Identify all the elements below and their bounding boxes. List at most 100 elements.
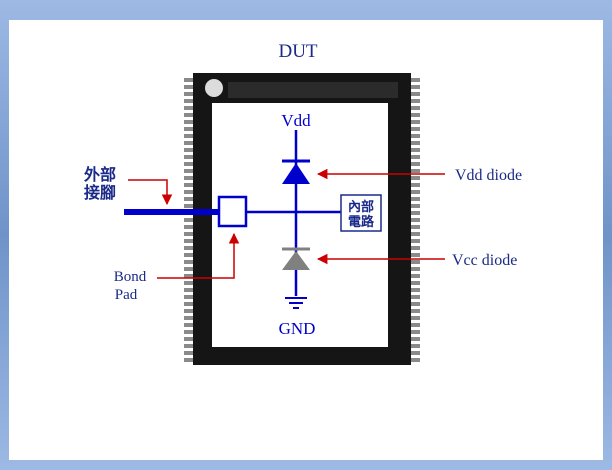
chip-pin bbox=[184, 330, 194, 334]
chip-pin bbox=[184, 337, 194, 341]
chip-pins-right bbox=[410, 78, 420, 362]
chip-pin bbox=[184, 176, 194, 180]
bond-pad bbox=[217, 195, 248, 228]
vcc-diode bbox=[282, 247, 310, 270]
chip-pin bbox=[410, 232, 420, 236]
chip-pin bbox=[184, 162, 194, 166]
chip-pin bbox=[410, 260, 420, 264]
internal-circuit-box bbox=[340, 194, 382, 232]
chip-pin bbox=[184, 78, 194, 82]
chip-pin bbox=[184, 85, 194, 89]
chip-pin bbox=[410, 92, 420, 96]
chip-pin bbox=[184, 218, 194, 222]
vdd-label: Vdd bbox=[281, 111, 311, 130]
chip-pin bbox=[184, 183, 194, 187]
chip-pin bbox=[410, 148, 420, 152]
chip-pin bbox=[410, 99, 420, 103]
vdd-diode-label: Vdd diode bbox=[455, 167, 522, 184]
external-pin-arrow bbox=[128, 179, 173, 206]
chip-pin bbox=[410, 351, 420, 355]
chip-pin bbox=[410, 330, 420, 334]
chip-pin bbox=[184, 99, 194, 103]
chip-pin bbox=[184, 204, 194, 208]
bond-pad-label-line1: Bond bbox=[114, 269, 147, 285]
chip-pin bbox=[410, 155, 420, 159]
chip-pin bbox=[410, 204, 420, 208]
bond-pad-arrow bbox=[157, 232, 240, 279]
chip-pin bbox=[410, 344, 420, 348]
diagram-title: DUT bbox=[278, 41, 317, 62]
chip-pin bbox=[410, 106, 420, 110]
chip-pin bbox=[410, 141, 420, 145]
chip-pin bbox=[184, 155, 194, 159]
chip-pin bbox=[410, 246, 420, 250]
chip-pin bbox=[410, 120, 420, 124]
chip-pin bbox=[410, 253, 420, 257]
chip-pin bbox=[184, 246, 194, 250]
internal-circuit-label-line2: 電路 bbox=[348, 214, 375, 229]
chip-pin bbox=[184, 295, 194, 299]
chip-pin bbox=[410, 316, 420, 320]
chip-pin bbox=[410, 162, 420, 166]
chip-pin bbox=[410, 288, 420, 292]
chip-pin bbox=[410, 239, 420, 243]
chip-pin bbox=[410, 309, 420, 313]
chip-pin bbox=[410, 190, 420, 194]
chip-pin bbox=[184, 225, 194, 229]
chip-pin bbox=[184, 113, 194, 117]
chip-pin bbox=[184, 120, 194, 124]
chip-pin bbox=[410, 218, 420, 222]
external-pin-label-line1: 外部 bbox=[83, 165, 116, 184]
chip-pin bbox=[184, 253, 194, 257]
chip-pin bbox=[410, 85, 420, 89]
chip-pin bbox=[410, 267, 420, 271]
ground-symbol bbox=[285, 297, 307, 309]
chip-pin bbox=[184, 190, 194, 194]
external-pin-label-line2: 接腳 bbox=[84, 183, 116, 202]
chip-pin bbox=[410, 197, 420, 201]
chip-pin bbox=[410, 134, 420, 138]
chip-pin bbox=[184, 274, 194, 278]
chip-pin bbox=[184, 232, 194, 236]
chip-pin bbox=[410, 176, 420, 180]
vcc-diode-label: Vcc diode bbox=[452, 252, 517, 269]
chip-pins-left bbox=[184, 78, 194, 362]
chip-pin bbox=[184, 197, 194, 201]
chip-top-strip bbox=[228, 82, 398, 98]
chip-pin bbox=[184, 309, 194, 313]
chip-pin bbox=[184, 260, 194, 264]
chip-pin bbox=[410, 78, 420, 82]
chip-pin bbox=[184, 281, 194, 285]
chip-pin bbox=[184, 288, 194, 292]
chip-pin bbox=[184, 351, 194, 355]
chip-pin bbox=[184, 239, 194, 243]
chip-pin bbox=[184, 127, 194, 131]
chip-pin bbox=[184, 92, 194, 96]
internal-circuit-label-line1: 內部 bbox=[348, 199, 374, 214]
chip-pin bbox=[410, 323, 420, 327]
gnd-label: GND bbox=[279, 319, 316, 338]
chip-pin bbox=[184, 106, 194, 110]
chip-pin bbox=[184, 141, 194, 145]
bond-pad-label-line2: Pad bbox=[115, 287, 138, 303]
chip-pin bbox=[184, 267, 194, 271]
chip-pin bbox=[184, 169, 194, 173]
chip-pin bbox=[410, 169, 420, 173]
chip-pin bbox=[410, 281, 420, 285]
chip-pin bbox=[410, 127, 420, 131]
chip-pin bbox=[184, 316, 194, 320]
vdd-diode bbox=[282, 159, 310, 184]
chip-pin bbox=[184, 134, 194, 138]
chip-pin bbox=[184, 344, 194, 348]
chip-pin bbox=[410, 358, 420, 362]
chip-pin bbox=[410, 211, 420, 215]
chip-pin bbox=[410, 113, 420, 117]
chip-pin bbox=[410, 183, 420, 187]
chip-pin bbox=[184, 148, 194, 152]
pin1-marker bbox=[205, 79, 223, 97]
chip-pin bbox=[410, 225, 420, 229]
chip-pin bbox=[410, 295, 420, 299]
chip-pin bbox=[184, 323, 194, 327]
chip-pin bbox=[410, 302, 420, 306]
